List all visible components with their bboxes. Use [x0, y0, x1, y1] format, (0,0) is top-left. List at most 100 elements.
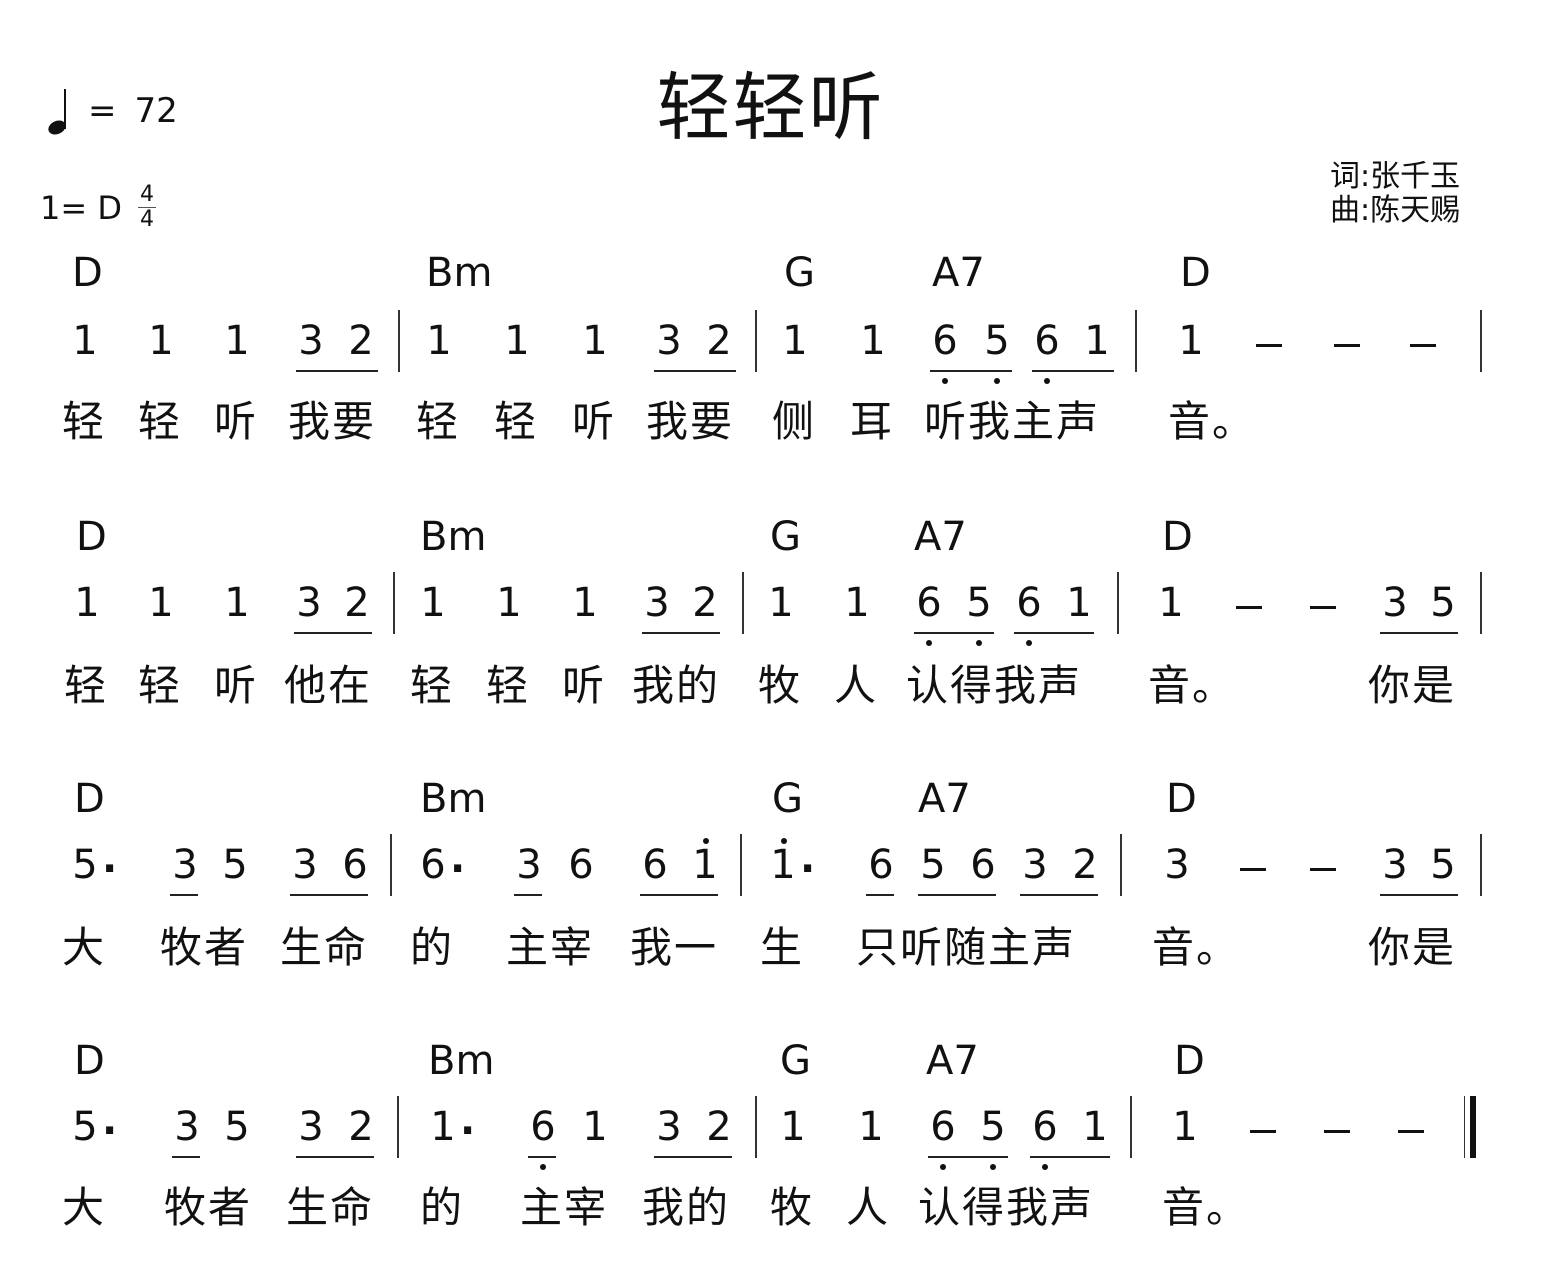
lyric-text: 人	[834, 661, 879, 710]
eighth-note-underline	[642, 632, 720, 634]
barline	[397, 1096, 399, 1158]
augmentation-dot-icon: ·	[102, 1108, 118, 1154]
barline	[398, 310, 400, 372]
eighth-note-underline	[1032, 370, 1114, 372]
augmentation-dot-icon: ·	[102, 846, 118, 892]
note: 6	[1032, 318, 1062, 384]
eighth-note-underline	[640, 894, 718, 896]
octave-low-dot-icon	[1041, 1164, 1048, 1170]
chord-label: A7	[932, 250, 985, 296]
chord-label: Bm	[426, 250, 493, 296]
barline	[1130, 1096, 1132, 1158]
note: 1	[148, 318, 174, 364]
lyric-text: 我的	[632, 661, 721, 710]
time-sig-bottom: 4	[139, 207, 154, 232]
lyric-text: 生	[760, 923, 805, 972]
sustain-dash	[1250, 1130, 1276, 1133]
augmentation-dot-icon: ·	[450, 846, 466, 892]
eighth-note-underline	[928, 1156, 1008, 1158]
sustain-dash	[1240, 868, 1266, 871]
lyric-text: 大	[62, 923, 107, 972]
note: 3	[174, 1104, 200, 1150]
octave-low-dot-icon	[539, 1164, 546, 1170]
sustain-dash	[1334, 344, 1360, 347]
note: 1	[1066, 580, 1092, 626]
note: 1	[858, 1104, 884, 1150]
note: 1	[1172, 1104, 1198, 1150]
eighth-note-underline	[930, 370, 1012, 372]
chord-label: G	[772, 776, 803, 822]
octave-low-dot-icon	[989, 1164, 996, 1170]
octave-low-dot-icon	[1025, 640, 1032, 646]
sustain-dash	[1398, 1130, 1424, 1133]
note: 6	[342, 842, 368, 888]
chord-label: Bm	[428, 1038, 495, 1084]
note: 1	[224, 318, 250, 364]
note: 2	[692, 580, 718, 626]
note: 1	[582, 318, 608, 364]
note: 5	[224, 1104, 250, 1150]
note: 3	[1382, 842, 1408, 888]
lyric-text: 牧	[770, 1183, 815, 1232]
note: 1	[860, 318, 886, 364]
augmentation-dot-icon: ·	[460, 1108, 476, 1154]
barline	[1480, 572, 1482, 634]
lyric-text: 认得我声	[918, 1183, 1095, 1232]
note: 1	[504, 318, 530, 364]
eighth-note-underline	[290, 894, 368, 896]
chord-label: D	[1180, 250, 1211, 296]
barline	[1135, 310, 1137, 372]
time-signature: 4 4	[137, 184, 156, 232]
note: 5	[1430, 842, 1456, 888]
lyric-text: 只听随主声	[856, 923, 1077, 972]
octave-low-dot-icon	[993, 378, 1000, 384]
octave-low-dot-icon	[975, 640, 982, 646]
lyric-text: 音。	[1168, 397, 1257, 446]
sustain-dash	[1324, 1130, 1350, 1133]
chord-label: D	[74, 1038, 105, 1084]
chord-label: G	[784, 250, 815, 296]
lyric-text: 轻	[416, 397, 461, 446]
note: 5	[982, 318, 1012, 384]
note: 1	[224, 580, 250, 626]
lyric-text: 人	[846, 1183, 891, 1232]
note: 5	[920, 842, 946, 888]
note: 5	[964, 580, 994, 646]
eighth-note-underline	[1014, 632, 1094, 634]
chord-label: D	[72, 250, 103, 296]
eighth-note-underline	[1380, 632, 1458, 634]
note: 6	[1030, 1104, 1060, 1170]
lyric-text: 侧	[772, 397, 817, 446]
sustain-dash	[1256, 344, 1282, 347]
chord-label: A7	[914, 514, 967, 560]
final-barline	[1470, 1096, 1476, 1158]
lyric-text: 听	[562, 661, 607, 710]
note: 5	[222, 842, 248, 888]
chord-label: G	[770, 514, 801, 560]
lyric-text: 牧者	[160, 923, 249, 972]
chord-label: D	[74, 776, 105, 822]
note: 1	[72, 318, 98, 364]
lyric-text: 生命	[286, 1183, 375, 1232]
song-title: 轻轻听	[656, 65, 885, 151]
barline	[742, 572, 744, 634]
barline	[755, 1096, 757, 1158]
note: 6	[528, 1104, 558, 1170]
lyric-text: 牧者	[164, 1183, 253, 1232]
lyric-text: 轻	[64, 661, 109, 710]
octave-high-dot-icon	[702, 838, 709, 844]
chord-label: D	[76, 514, 107, 560]
note: 1	[780, 1104, 806, 1150]
lyric-text: 我要	[288, 397, 377, 446]
note: 1	[1178, 318, 1204, 364]
note: 3	[656, 318, 682, 364]
lyric-text: 牧	[758, 661, 803, 710]
note: 2	[1072, 842, 1098, 888]
lyric-text: 我一	[630, 923, 719, 972]
key-text: 1= D	[40, 188, 122, 227]
eighth-note-underline	[1380, 894, 1458, 896]
note: 1	[1158, 580, 1184, 626]
eighth-note-underline	[918, 894, 996, 896]
note: 1	[430, 1104, 456, 1150]
note: 1	[420, 580, 446, 626]
